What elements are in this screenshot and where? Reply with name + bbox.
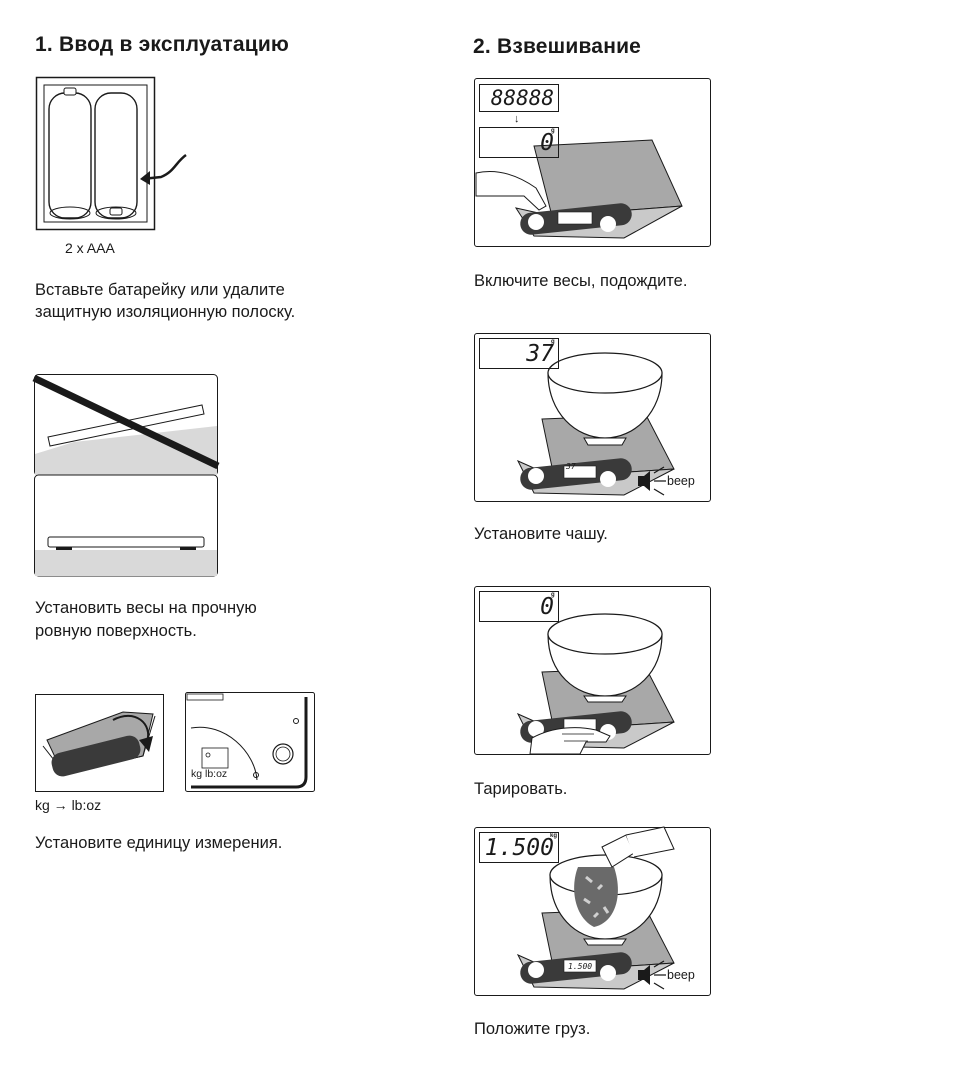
- step4-scale-illustration: [516, 826, 675, 990]
- section-title-setup: 1. Ввод в эксплуатацию: [35, 33, 290, 56]
- step3-scale-illustration: [516, 613, 675, 755]
- step3-panel: [474, 586, 711, 755]
- step3-display: 0: [479, 591, 559, 622]
- step2-caption: Установите чашу.: [474, 525, 608, 543]
- step4-caption: Положите груз.: [474, 1020, 591, 1038]
- step2-panel: [474, 333, 711, 502]
- scale-flip-illustration: [35, 694, 164, 792]
- step4-beep-label: beep: [667, 968, 695, 982]
- step2-display: 37: [479, 338, 559, 369]
- step1-panel: [474, 78, 711, 247]
- step4-display: 1.500: [479, 832, 559, 863]
- step2-beep-label: beep: [667, 474, 695, 488]
- step1-caption: Включите весы, подождите.: [474, 272, 688, 290]
- battery-caption-line2: защитную изоляционную полоску.: [35, 303, 296, 321]
- section-title-weighing: 2. Взвешивание: [473, 35, 642, 58]
- surface-illustration: [32, 374, 220, 577]
- unit-caption: Установите единицу измерения.: [35, 834, 283, 852]
- battery-illustration: [35, 76, 187, 231]
- step2-unit: g: [551, 339, 555, 345]
- battery-caption-line1: Вставьте батарейку или удалите: [35, 281, 285, 299]
- surface-caption-line1: Установить весы на прочную: [35, 599, 257, 617]
- unit-change-label: kg → lb:oz: [35, 797, 102, 813]
- step4-scale-display: 1.500: [568, 962, 593, 971]
- step4-unit: kg: [550, 833, 558, 839]
- step4-panel: [474, 827, 711, 996]
- step2-scale-illustration: [516, 352, 675, 496]
- step2-scale-display: 37: [566, 462, 576, 471]
- unit-switch-illustration: [185, 692, 315, 792]
- surface-caption-line2: ровную поверхность.: [35, 622, 197, 640]
- step1-arrow-icon: ↓: [514, 113, 520, 125]
- step3-unit: g: [551, 592, 555, 598]
- battery-type-label: 2 x AAA: [65, 240, 115, 256]
- step3-caption: Тарировать.: [474, 780, 568, 798]
- step1-unit: g: [551, 128, 555, 134]
- unit-switch-label: kg lb:oz: [191, 768, 228, 780]
- step1-scale-illustration: [475, 139, 683, 239]
- step1-display: 0: [479, 127, 559, 158]
- step1-display-all: 88888: [479, 84, 559, 112]
